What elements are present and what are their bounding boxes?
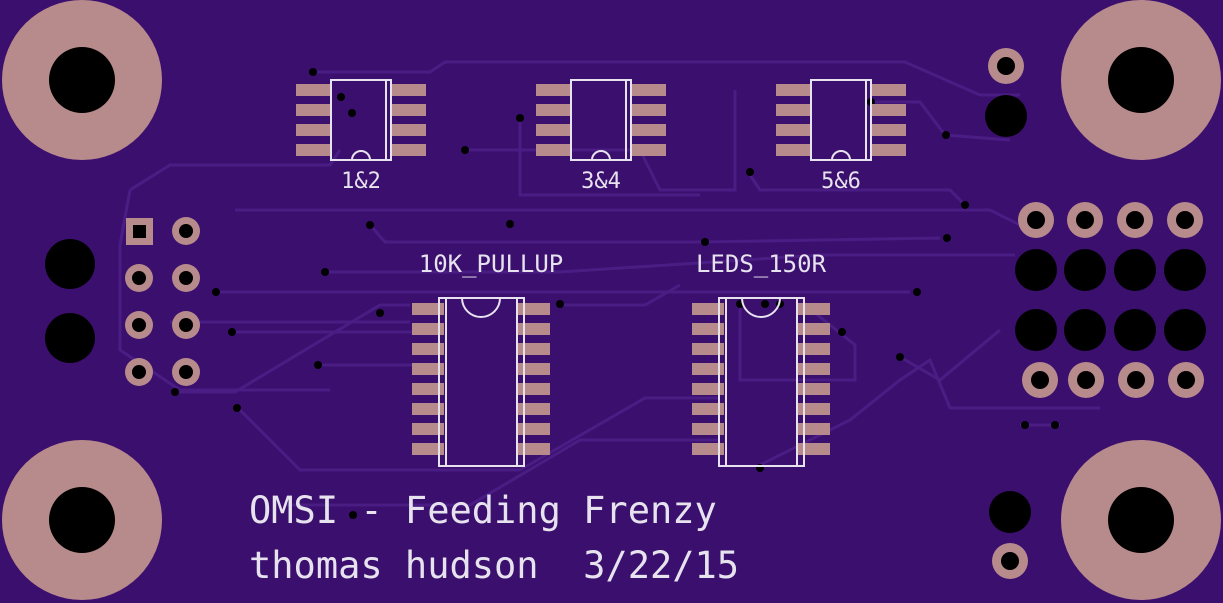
mounting-hole-bottom-right bbox=[1061, 440, 1221, 600]
ic-5-6 bbox=[776, 79, 906, 161]
label-ic-5-6: 5&6 bbox=[821, 169, 861, 194]
label-pullup: 10K_PULLUP bbox=[419, 250, 564, 278]
leds-network bbox=[692, 297, 830, 467]
label-leds: LEDS_150R bbox=[696, 250, 827, 278]
board-author: thomas hudson 3/22/15 bbox=[249, 544, 739, 587]
right-connector bbox=[1015, 202, 1206, 398]
mounting-hole-top-right bbox=[1061, 0, 1221, 160]
aux-holes bbox=[985, 48, 1031, 579]
ic-1-2 bbox=[296, 79, 426, 161]
label-ic-1-2: 1&2 bbox=[341, 169, 381, 194]
copper-traces bbox=[118, 60, 1100, 507]
ic-3-4 bbox=[536, 79, 666, 161]
pullup-network bbox=[412, 297, 550, 467]
board-title: OMSI - Feeding Frenzy bbox=[249, 489, 717, 532]
label-ic-3-4: 3&4 bbox=[581, 169, 621, 194]
left-connector-holes bbox=[45, 239, 95, 363]
mounting-hole-top-left bbox=[2, 0, 162, 160]
header-2x4 bbox=[125, 217, 200, 386]
mounting-hole-bottom-left bbox=[2, 440, 162, 600]
